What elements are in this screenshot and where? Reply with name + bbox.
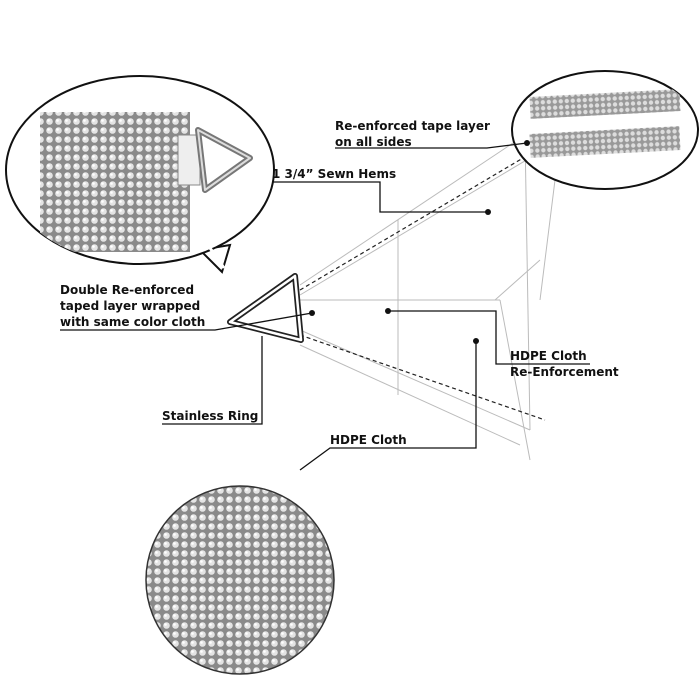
tape-detail-bubble xyxy=(511,70,699,190)
double-reinforced-line-1: Double Re-enforced xyxy=(60,283,195,297)
hem-dashed-lines xyxy=(299,144,546,421)
stainless-ring-label: Stainless Ring xyxy=(162,409,259,423)
tape-layer-line-2: on all sides xyxy=(335,135,412,149)
sewn-hems-label: 1 3/4” Sewn Hems xyxy=(272,167,397,181)
hdpe-cloth-label: HDPE Cloth xyxy=(330,433,407,447)
double-reinforced-label: Double Re-enforced taped layer wrapped w… xyxy=(60,282,205,330)
hdpe-reinforcement-line-1: HDPE Cloth xyxy=(510,349,587,363)
hdpe-reinforcement-line-2: Re-Enforcement xyxy=(510,365,619,379)
stainless-ring xyxy=(227,273,304,343)
hdpe-reinforcement-label: HDPE Cloth Re-Enforcement xyxy=(510,348,619,380)
leader-lines xyxy=(60,142,590,471)
leader-dots xyxy=(309,140,530,344)
tape-layer-line-1: Re-enforced tape layer xyxy=(335,119,490,133)
tape-layer-label: Re-enforced tape layer on all sides xyxy=(335,118,490,150)
ring-detail-bubble xyxy=(5,75,275,274)
double-reinforced-line-3: with same color cloth xyxy=(60,315,206,329)
double-reinforced-line-2: taped layer wrapped xyxy=(60,299,201,313)
hdpe-cloth-closeup xyxy=(145,485,335,675)
